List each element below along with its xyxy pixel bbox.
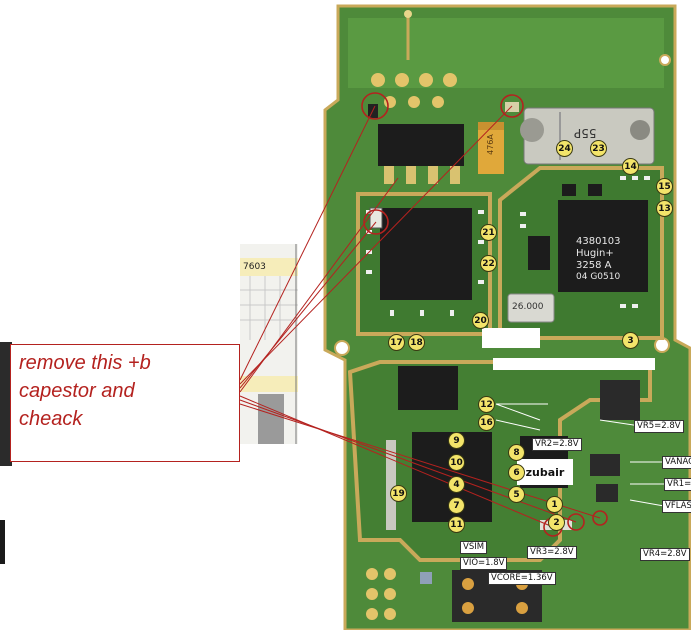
pin-marker: 15 (656, 178, 673, 195)
chip-text-b: Hugin+ (576, 248, 614, 259)
connector-pads (371, 73, 457, 108)
rf-shield (356, 192, 492, 336)
callout-lines (495, 403, 665, 507)
blank-patch-strip (493, 358, 655, 370)
pin-marker: 16 (478, 414, 495, 431)
smd-part-top (505, 102, 519, 112)
pin-marker: 6 (508, 464, 525, 481)
pin-marker: 10 (448, 454, 465, 471)
background-sheet (240, 244, 298, 444)
black-connector (378, 124, 464, 184)
pin-marker: 24 (556, 140, 573, 157)
voltage-label-vr2: VR2=2.8V (532, 438, 582, 451)
background-sheet-edge (0, 342, 12, 466)
pin-marker: 13 (656, 200, 673, 217)
tantalum-capacitor (478, 122, 504, 174)
pin-marker: 9 (448, 432, 465, 449)
baseband-shield (498, 166, 664, 340)
pin-marker: 3 (622, 332, 639, 349)
chip-text-c: 3258 A (576, 260, 612, 271)
pin-marker: 18 (408, 334, 425, 351)
pin-marker: 5 (508, 486, 525, 503)
sheet-fragment-label: 7603 (243, 262, 266, 272)
voltage-label-vr5: VR5=2.8V (634, 420, 684, 433)
voltage-label-vr4: VR4=2.8V (640, 548, 690, 561)
pin-marker: 2 (548, 514, 565, 531)
pin-marker: 19 (390, 485, 407, 502)
pin-marker: 17 (388, 334, 405, 351)
annotation-line-1: remove this +b (19, 352, 151, 374)
chip-text-d: 04 G0510 (576, 272, 621, 282)
annotation-note: remove this +b capestor and cheack (10, 344, 240, 462)
voltage-label-vsim: VSIM (460, 541, 488, 554)
pin-marker: 23 (590, 140, 607, 157)
pin-marker: 14 (622, 158, 639, 175)
author-tag: zubair (517, 459, 573, 485)
annotation-line-2: capestor and (19, 380, 135, 402)
chip-text-a: 4380103 (576, 236, 621, 247)
voltage-label-vio: VIO=1.8V (460, 557, 508, 570)
voltage-label-vr3: VR3=2.8V (527, 546, 577, 559)
annotation-line-3: cheack (19, 408, 83, 430)
background-sheet-mark (0, 520, 5, 564)
pin-marker: 22 (480, 255, 497, 272)
pin-marker: 7 (448, 497, 465, 514)
pin-marker: 8 (508, 444, 525, 461)
pin-marker: 11 (448, 516, 465, 533)
pin-marker: 1 (546, 496, 563, 513)
crystal-text: 26.000 (512, 302, 544, 312)
pin-marker: 21 (480, 224, 497, 241)
voltage-label-vflash: VFLAS (662, 500, 691, 513)
voltage-label-vr1: VR1=2 (664, 478, 691, 491)
red-markers (361, 92, 608, 537)
blank-patch (482, 328, 540, 348)
capacitor-text: 476A (485, 134, 495, 155)
pin-marker: 20 (472, 312, 489, 329)
pin-marker: 4 (448, 476, 465, 493)
pin-marker: 12 (478, 396, 495, 413)
voltage-label-vana: VANAG (662, 456, 691, 469)
lower-shield (347, 360, 652, 622)
buzzer-text: 55P (574, 126, 597, 140)
voltage-label-vcore: VCORE=1.36V (488, 572, 556, 585)
